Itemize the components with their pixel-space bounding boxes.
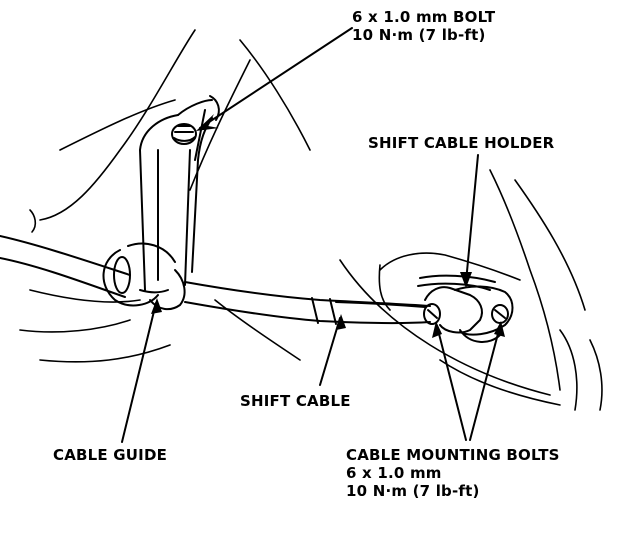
mounting-bolts-size: 6 x 1.0 mm (346, 464, 442, 482)
bolt-torque-text: 10 N·m (7 lb-ft) (352, 26, 486, 44)
cable-guide (102, 242, 186, 311)
cable-guide-label: CABLE GUIDE (53, 446, 168, 464)
left-body-panel (19, 29, 311, 363)
arrowheads (151, 114, 505, 338)
bolt-spec-label: 6 x 1.0 mm BOLT 10 N·m (7 lb-ft) (352, 8, 495, 44)
shift-cable-label: SHIFT CABLE (240, 392, 351, 410)
cable-mounting-bolts-label: CABLE MOUNTING BOLTS 6 x 1.0 mm 10 N·m (… (346, 446, 560, 500)
shift-cable-holder-label: SHIFT CABLE HOLDER (368, 134, 555, 152)
shift-cable-left (0, 235, 131, 298)
shift-cable-main (184, 281, 431, 325)
shift-cable-holder (417, 274, 514, 343)
right-housing (339, 169, 603, 411)
bolt-size-text: 6 x 1.0 mm BOLT (352, 8, 496, 26)
mounting-bolts-torque: 10 N·m (7 lb-ft) (346, 482, 480, 500)
mounting-bolts-title: CABLE MOUNTING BOLTS (346, 446, 560, 464)
top-bolt (171, 123, 197, 145)
leader-arrows (121, 27, 501, 443)
